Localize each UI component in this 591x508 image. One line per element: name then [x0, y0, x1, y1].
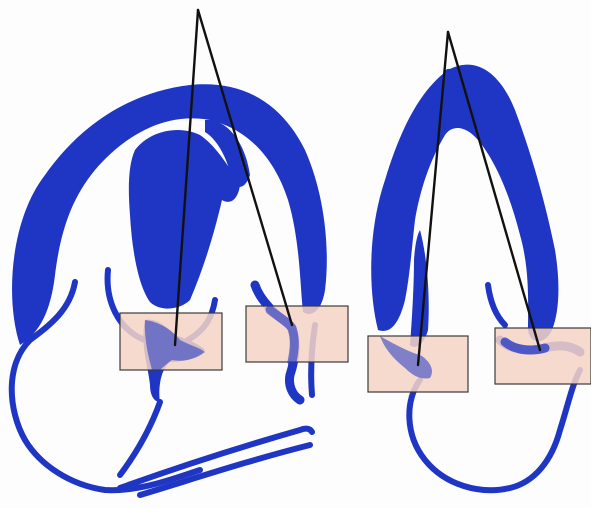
right-heart-beam-line-1	[418, 32, 448, 365]
right-heart-sample-box-2	[495, 328, 591, 384]
right-heart-outer-wall	[371, 65, 558, 342]
right-heart	[368, 32, 591, 490]
left-heart	[12, 10, 348, 495]
left-heart-atrium-inner	[120, 402, 160, 475]
right-heart-outflow-wall	[488, 285, 505, 325]
left-heart-aorta-wall	[120, 429, 312, 488]
